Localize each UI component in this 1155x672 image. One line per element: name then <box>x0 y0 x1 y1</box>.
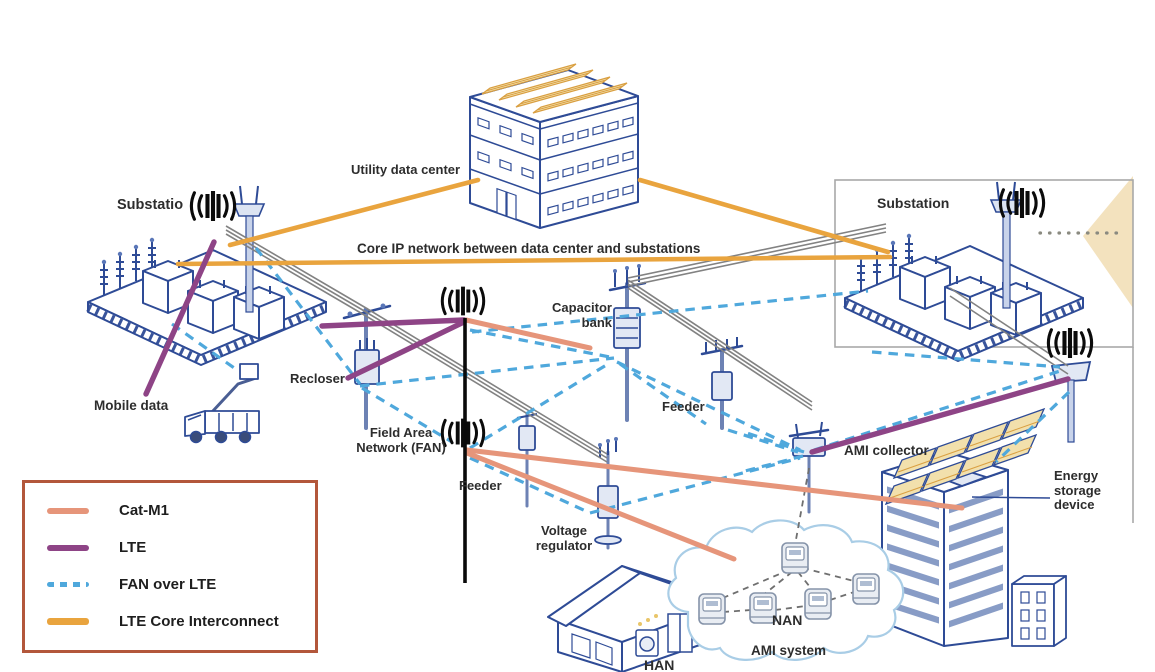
substation-left-label: Substatio <box>117 197 184 213</box>
ami-mesh-links <box>717 467 859 613</box>
energy-storage-pointer-line <box>971 496 1051 499</box>
lte-core-interconnect-links <box>175 177 893 267</box>
capacitor-bank-label: Capacitor bank <box>552 300 612 330</box>
legend: Cat-M1 LTE FAN over LTE LTE Core Interco… <box>22 480 318 653</box>
feeder-right-label: Feeder <box>662 399 705 414</box>
coverage-beam-shape <box>1083 176 1133 308</box>
lte-links <box>143 239 1071 455</box>
voltage-regulator-label: Voltage regulator <box>535 523 593 553</box>
cell-antenna-icon <box>191 191 234 221</box>
rooftop-solar-panels-icon <box>884 407 1046 506</box>
legend-label: FAN over LTE <box>119 576 217 593</box>
legend-label: LTE <box>119 539 147 556</box>
ami-collector-illustration <box>788 421 830 514</box>
legend-item-cat-m1: Cat-M1 <box>25 492 315 529</box>
legend-label: Cat-M1 <box>119 502 170 519</box>
cell-antenna-icon <box>440 284 486 318</box>
capacitor-bank-illustration <box>608 264 647 422</box>
ami-collector-label: AMI collector <box>844 443 929 458</box>
lte-tower-right-illustration <box>1050 360 1092 443</box>
fan-over-lte-line-swatch <box>47 582 89 587</box>
energy-storage-device-label: Energy storage device <box>1054 468 1101 513</box>
legend-label: LTE Core Interconnect <box>119 613 279 630</box>
cell-antenna-icon <box>1048 328 1091 358</box>
lte-core-interconnect-line-swatch <box>47 618 89 625</box>
legend-item-lte-core-interconnect: LTE Core Interconnect <box>25 603 315 640</box>
recloser-label: Recloser <box>290 371 345 386</box>
small-building-illustration <box>1011 575 1067 647</box>
utility-data-center-label: Utility data center <box>351 162 461 177</box>
legend-item-fan-over-lte: FAN over LTE <box>25 566 315 603</box>
field-area-network-label: Field Area Network (FAN) <box>356 425 446 455</box>
cat-m1-links <box>463 317 965 562</box>
feeder-pole-illustration <box>700 337 744 430</box>
solar-panels-icon <box>481 63 628 114</box>
legend-item-lte: LTE <box>25 529 315 566</box>
ami-system-label: AMI system <box>751 643 827 658</box>
mobile-data-label: Mobile data <box>94 398 169 413</box>
feeder-left-label: Feeder <box>459 478 502 493</box>
fan-over-lte-links <box>171 247 1071 515</box>
bucket-truck-illustration <box>184 363 260 444</box>
utility-data-center-illustration <box>469 63 639 229</box>
cat-m1-line-swatch <box>47 507 89 514</box>
han-label: HAN <box>644 657 675 672</box>
lte-line-swatch <box>47 544 89 551</box>
nan-label: NAN <box>772 612 803 628</box>
core-ip-network-label: Core IP network between data center and … <box>357 241 701 256</box>
substation-right-label: Substation <box>877 195 950 211</box>
